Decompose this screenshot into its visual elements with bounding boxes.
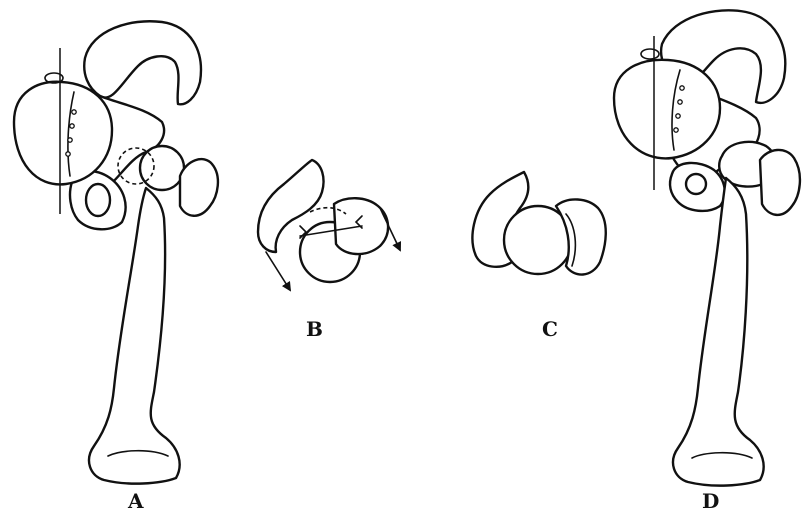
panel-a-label: A: [127, 489, 144, 513]
panel-b-arrow-left: [266, 252, 290, 290]
panel-d-foramen-4: [674, 128, 678, 132]
panel-a-drawing: [14, 21, 218, 483]
panel-b-drawing: [258, 160, 400, 290]
panel-c-drawing: [472, 172, 605, 275]
panel-a-femur: [89, 188, 180, 484]
panel-a-sacrum: [14, 82, 112, 185]
panel-d-obturator-foramen: [686, 174, 706, 194]
panel-a-foramen-1: [72, 110, 76, 114]
panel-a-greater-trochanter: [180, 159, 218, 216]
panel-d-sacrum: [614, 60, 720, 159]
panel-a-femoral-head: [140, 146, 184, 190]
panel-a-foramen-4: [66, 152, 70, 156]
panel-d-greater-trochanter: [760, 150, 800, 215]
panel-a-foramen-2: [70, 124, 74, 128]
panel-a-obturator-foramen: [86, 184, 110, 216]
panel-d-foramen-3: [676, 114, 680, 118]
panel-d-rotation-arrow: [641, 49, 659, 59]
panel-d-femur: [673, 178, 764, 486]
panel-a-foramen-3: [68, 138, 72, 142]
panel-d-foramen-2: [678, 100, 682, 104]
panel-d-label: D: [702, 489, 719, 513]
panel-b-label: B: [306, 317, 323, 341]
panel-d-foramen-1: [680, 86, 684, 90]
panel-a-iliac-wing: [84, 21, 201, 104]
panel-c-label: C: [542, 317, 558, 341]
panel-d-drawing: [614, 10, 800, 485]
